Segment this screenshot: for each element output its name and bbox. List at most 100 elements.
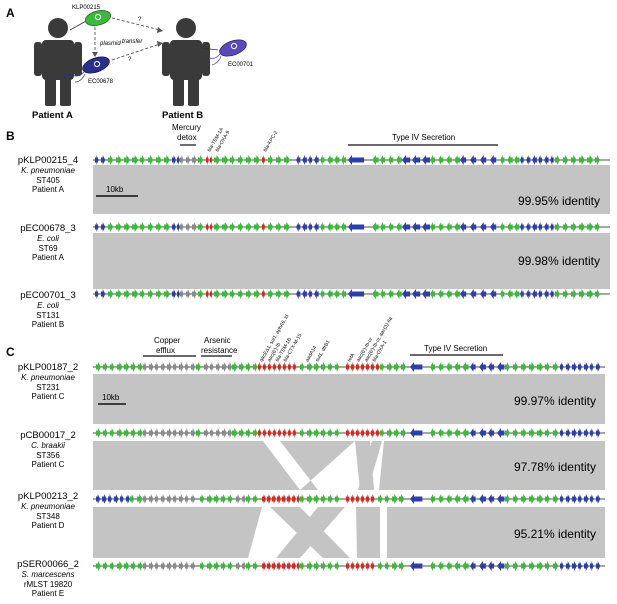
gene-arrow — [438, 222, 444, 232]
gene-arrow — [143, 561, 148, 571]
gene-arrow — [446, 289, 452, 299]
gene-arrow — [579, 289, 586, 299]
gene-arrow — [198, 222, 204, 232]
gene-arrow — [232, 362, 238, 372]
gene-arrow — [300, 561, 305, 571]
gene-arrow — [446, 222, 452, 232]
gene-arrow — [584, 494, 589, 504]
gene-arrow — [177, 155, 180, 165]
gene-arrow — [520, 155, 524, 165]
gene-arrow — [173, 362, 178, 372]
gene-arrow — [302, 222, 307, 232]
gene-arrow — [262, 155, 266, 165]
gene-arrow — [155, 362, 159, 372]
gene-arrow — [553, 428, 559, 438]
gene-arrow — [186, 289, 191, 299]
gene-arrow — [500, 222, 505, 232]
gene-arrow — [110, 428, 115, 438]
gene-arrow — [268, 289, 274, 299]
gene-arrow — [96, 362, 102, 372]
gene-arrow — [216, 428, 221, 438]
gene-arrow — [470, 362, 476, 372]
gene-arrow — [388, 222, 394, 232]
gene-arrow — [513, 428, 519, 438]
gene-arrow — [239, 428, 245, 438]
gene-arrow — [238, 155, 244, 165]
gene-arrow — [454, 289, 460, 299]
gene-arrow — [378, 561, 383, 571]
gene-arrow — [488, 428, 495, 438]
gene-arrow — [155, 561, 159, 571]
gene-arrow — [284, 155, 291, 165]
gene-arrow — [460, 222, 467, 232]
gene-arrow — [430, 561, 435, 571]
gene-arrow — [521, 494, 527, 504]
gene-arrow — [156, 155, 162, 165]
plasmid-label: plasmid — [99, 41, 121, 47]
gene-arrow — [196, 362, 202, 372]
gene-arrow — [566, 362, 571, 372]
gene-arrow — [228, 561, 233, 571]
panel-a-letter: A — [6, 6, 15, 20]
gene-arrow — [422, 289, 430, 299]
gene-track-b2 — [93, 222, 610, 232]
gene-arrow — [587, 155, 594, 165]
gene-arrow — [117, 362, 123, 372]
gene-arrow — [348, 222, 365, 232]
gene-arrow — [161, 494, 166, 504]
gene-arrow — [130, 494, 135, 504]
gene-arrow — [563, 222, 569, 232]
gene-arrow — [96, 494, 101, 504]
gene-arrow — [221, 494, 227, 504]
gene-arrow — [545, 362, 550, 372]
gene-arrow — [334, 155, 340, 165]
gene-arrow — [320, 155, 325, 165]
transfer-arrowheads — [92, 27, 163, 57]
gene-arrow — [149, 362, 154, 372]
gene-arrow — [479, 362, 486, 372]
gene-arrow — [572, 494, 577, 504]
gene-arrow — [253, 494, 258, 504]
mercury-label-1: Mercury — [172, 123, 201, 132]
gene-arrow — [470, 289, 477, 299]
gene-arrow — [563, 155, 569, 165]
gene-arrow — [497, 428, 505, 438]
gene-arrow — [191, 428, 196, 438]
panel-b-letter: B — [6, 129, 15, 143]
gene-arrow — [402, 155, 411, 165]
gene-arrow — [446, 494, 452, 504]
gene-arrow — [267, 494, 272, 504]
gene-arrow — [521, 428, 527, 438]
gene-arrow — [308, 222, 313, 232]
gene-arrow — [140, 222, 145, 232]
svg-text:K. pneumoniae: K. pneumoniae — [21, 166, 75, 175]
identity-band-c1 — [93, 374, 605, 424]
gene-arrow — [454, 561, 461, 571]
gene-arrow — [490, 289, 497, 299]
ec00701-bacterium-label: EC00701 — [228, 62, 254, 68]
arsenic-label-2: resistance — [201, 346, 238, 355]
gene-arrow — [595, 289, 600, 299]
gene-arrow — [351, 428, 355, 438]
gene-arrow — [314, 289, 319, 299]
gene-arrow — [185, 561, 189, 571]
gene-arrow — [454, 155, 460, 165]
gene-arrow — [587, 289, 594, 299]
gene-arrow — [314, 362, 320, 372]
gene-arrow — [179, 362, 184, 372]
gene-arrow — [513, 362, 519, 372]
gene-arrow — [242, 561, 246, 571]
gene-arrow — [196, 428, 202, 438]
gene-arrow — [206, 222, 209, 232]
gene-arrow — [278, 362, 282, 372]
gene-arrow — [584, 561, 589, 571]
gene-labels-c: qacEΔ1, sul1, aphA6, ld aac(6')-Ib bla-T… — [259, 314, 395, 363]
gene-arrow — [131, 362, 137, 372]
transfer-label: transfer — [122, 39, 143, 45]
gene-arrow — [302, 155, 307, 165]
gene-track-c4 — [93, 561, 605, 571]
gene-arrow — [138, 362, 143, 372]
gene-arrow — [222, 428, 227, 438]
gene-arrow — [446, 428, 452, 438]
gene-arrow — [430, 362, 435, 372]
